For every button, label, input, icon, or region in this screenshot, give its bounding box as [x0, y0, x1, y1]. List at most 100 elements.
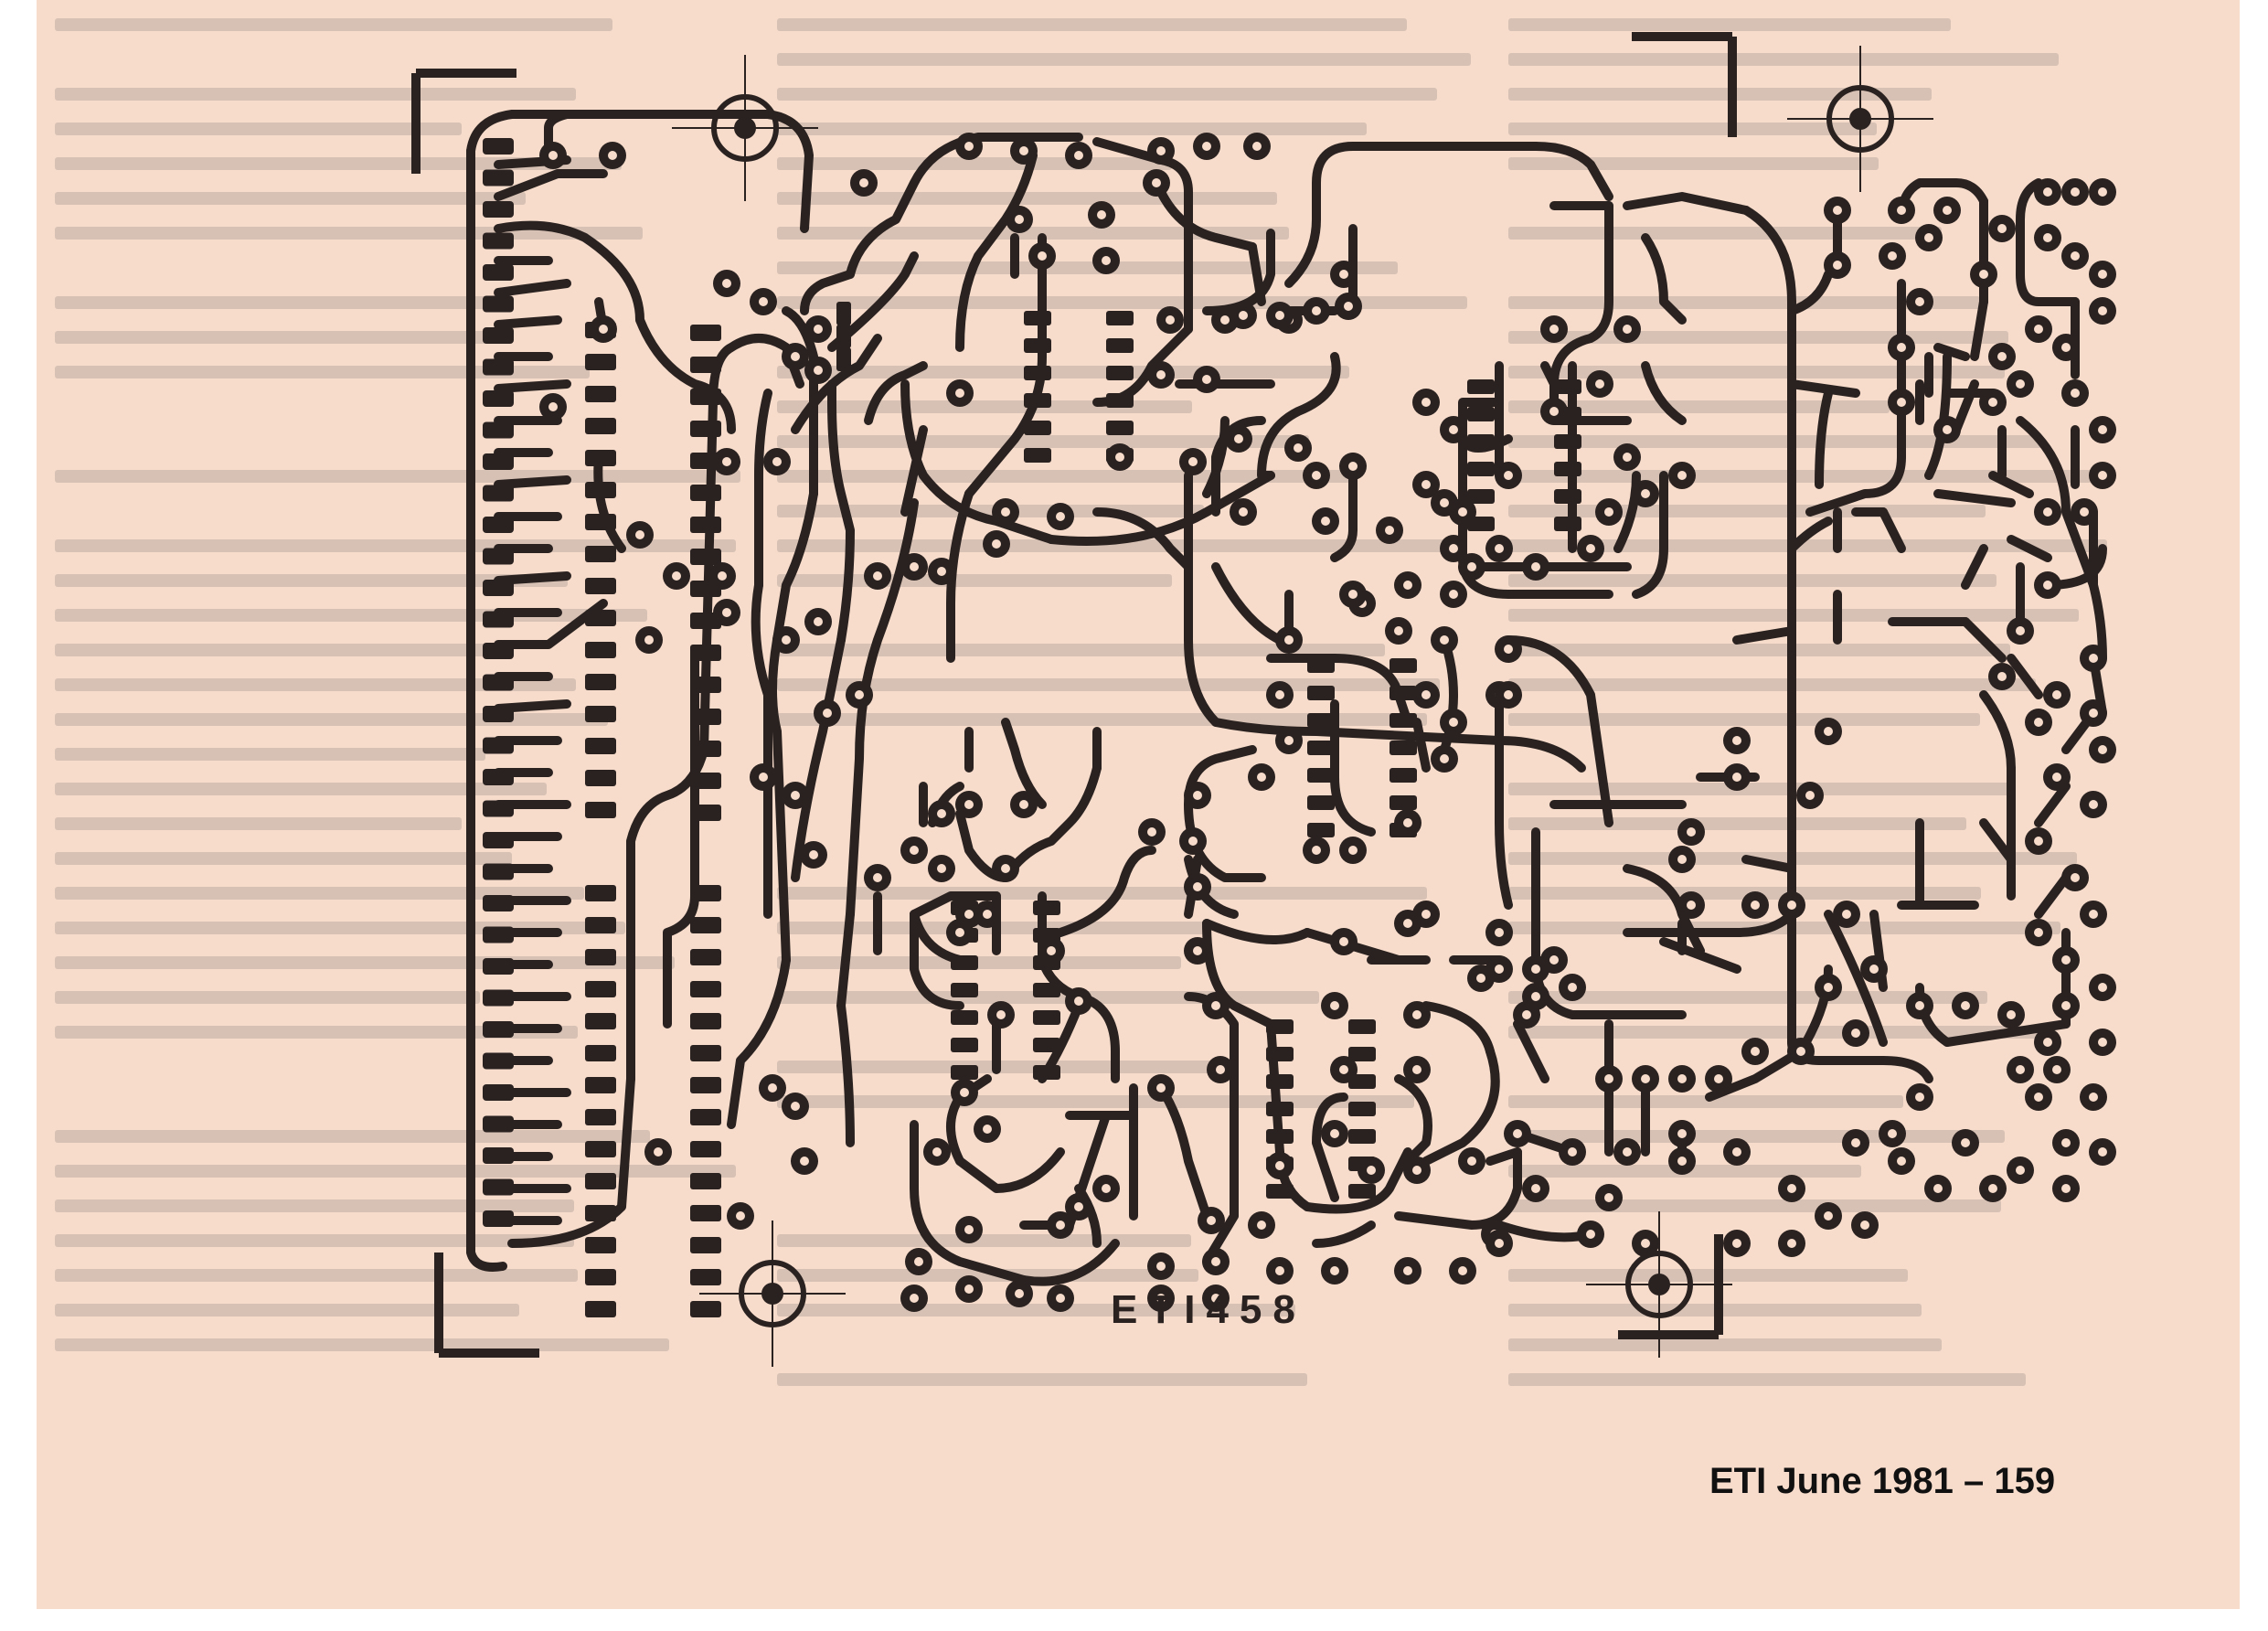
pad-drill-hole — [1330, 1129, 1339, 1138]
pad-drill-hole — [644, 635, 654, 645]
pad-drill-hole — [1193, 882, 1202, 891]
pcb-track — [1257, 352, 1341, 480]
pad-drill-hole — [1015, 215, 1024, 224]
ic-pin-pad — [585, 1269, 616, 1285]
bleed-text-line — [1508, 18, 1952, 31]
pad-drill-hole — [1284, 736, 1294, 745]
pad-drill-hole — [1449, 544, 1458, 553]
footer-page-number: 159 — [1994, 1461, 2056, 1501]
pcb-track — [1632, 471, 1668, 599]
ic-pin-pad — [690, 949, 721, 965]
pcb-track — [1047, 471, 1275, 546]
ic-pin-pad — [690, 1205, 721, 1221]
pcb-track — [1513, 1019, 1549, 1083]
pad-drill-hole — [1074, 151, 1083, 160]
pad-drill-hole — [1824, 1211, 1833, 1221]
pad-drill-hole — [1102, 1184, 1111, 1193]
bleed-text-line — [55, 1199, 574, 1212]
registration-target-dot — [734, 117, 756, 139]
pcb-track — [1248, 242, 1266, 306]
pad-drill-hole — [2061, 1138, 2071, 1147]
pad-drill-hole — [1467, 562, 1476, 571]
ic-pin-pad — [1467, 517, 1495, 531]
pad-drill-hole — [1449, 425, 1458, 434]
pad-drill-hole — [1257, 1221, 1266, 1230]
ic-pin-pad — [1467, 434, 1495, 449]
edge-connector-pad — [483, 1210, 514, 1227]
pcb-track — [1312, 1093, 1348, 1202]
pcb-track — [827, 379, 855, 645]
pcb-track — [1421, 1047, 1500, 1166]
pad-drill-hole — [1458, 507, 1467, 517]
pad-drill-hole — [1421, 690, 1431, 699]
pcb-track — [1979, 690, 2016, 773]
ic-pin-pad — [585, 514, 616, 530]
bleed-text-line — [777, 261, 1398, 274]
bleed-text-line — [55, 539, 736, 552]
pad-drill-hole — [1888, 1129, 1897, 1138]
pad-drill-hole — [1787, 1239, 1796, 1248]
pad-drill-hole — [1869, 965, 1879, 974]
pcb-track — [708, 334, 804, 407]
ic-pin-pad — [690, 1173, 721, 1189]
pad-drill-hole — [1339, 1065, 1348, 1074]
pad-drill-hole — [1421, 910, 1431, 919]
pad-drill-hole — [599, 325, 608, 334]
ic-pin-pad — [1266, 1129, 1294, 1144]
pad-drill-hole — [823, 709, 832, 718]
pcb-track — [2034, 782, 2071, 827]
ic-pin-pad — [585, 1109, 616, 1125]
pad-drill-hole — [873, 873, 882, 882]
pcb-track — [955, 151, 1038, 352]
pad-drill-hole — [1988, 1184, 1997, 1193]
edge-connector-pad — [483, 863, 514, 880]
ic-pin-pad — [1266, 1019, 1294, 1034]
pcb-track — [507, 1074, 635, 1248]
pad-drill-hole — [608, 151, 617, 160]
pad-drill-hole — [1156, 1262, 1166, 1271]
bleed-text-line — [1508, 678, 2036, 691]
pad-drill-hole — [1156, 1083, 1166, 1093]
pad-drill-hole — [992, 539, 1001, 549]
pad-drill-hole — [1495, 965, 1504, 974]
pad-drill-hole — [2098, 471, 2107, 480]
pcb-track — [1741, 206, 1796, 937]
bleed-text-line — [1508, 53, 2060, 66]
pcb-track — [1732, 626, 1796, 645]
pad-drill-hole — [1504, 471, 1513, 480]
pad-drill-hole — [1056, 512, 1065, 521]
pad-drill-hole — [1275, 690, 1284, 699]
ic-pin-pad — [1307, 741, 1335, 755]
ic-pin-pad — [690, 1109, 721, 1125]
pad-drill-hole — [2043, 1038, 2052, 1047]
pad-drill-hole — [914, 1257, 923, 1266]
pad-drill-hole — [791, 791, 800, 800]
pcb-track — [1623, 192, 1751, 215]
pcb-track — [727, 955, 791, 1129]
pad-drill-hole — [1714, 1074, 1723, 1083]
ic-pin-pad — [1106, 366, 1134, 380]
pad-drill-hole — [1458, 1266, 1467, 1275]
pad-drill-hole — [2098, 187, 2107, 197]
pad-drill-hole — [1019, 146, 1028, 155]
pad-drill-hole — [1495, 928, 1504, 937]
pad-drill-hole — [1751, 901, 1760, 910]
pcb-track — [1303, 1147, 1412, 1214]
pcb-track — [1943, 1019, 2071, 1047]
pad-drill-hole — [718, 571, 727, 581]
bleed-text-line — [55, 18, 612, 31]
pcb-track — [1586, 201, 1613, 343]
pad-drill-hole — [1001, 507, 1010, 517]
ic-pin-pad — [1467, 379, 1495, 394]
pad-drill-hole — [1252, 142, 1262, 151]
registration-target-ring — [1826, 85, 1894, 153]
bleed-text-line — [55, 817, 463, 830]
pcb-track — [1824, 910, 1888, 1047]
pad-drill-hole — [1677, 471, 1687, 480]
ic-pin-pad — [1033, 983, 1060, 997]
pad-drill-hole — [1449, 718, 1458, 727]
pad-drill-hole — [1732, 1239, 1741, 1248]
pad-drill-hole — [548, 151, 558, 160]
edge-connector-pad — [483, 1052, 514, 1070]
pcb-track — [1879, 1056, 1933, 1083]
